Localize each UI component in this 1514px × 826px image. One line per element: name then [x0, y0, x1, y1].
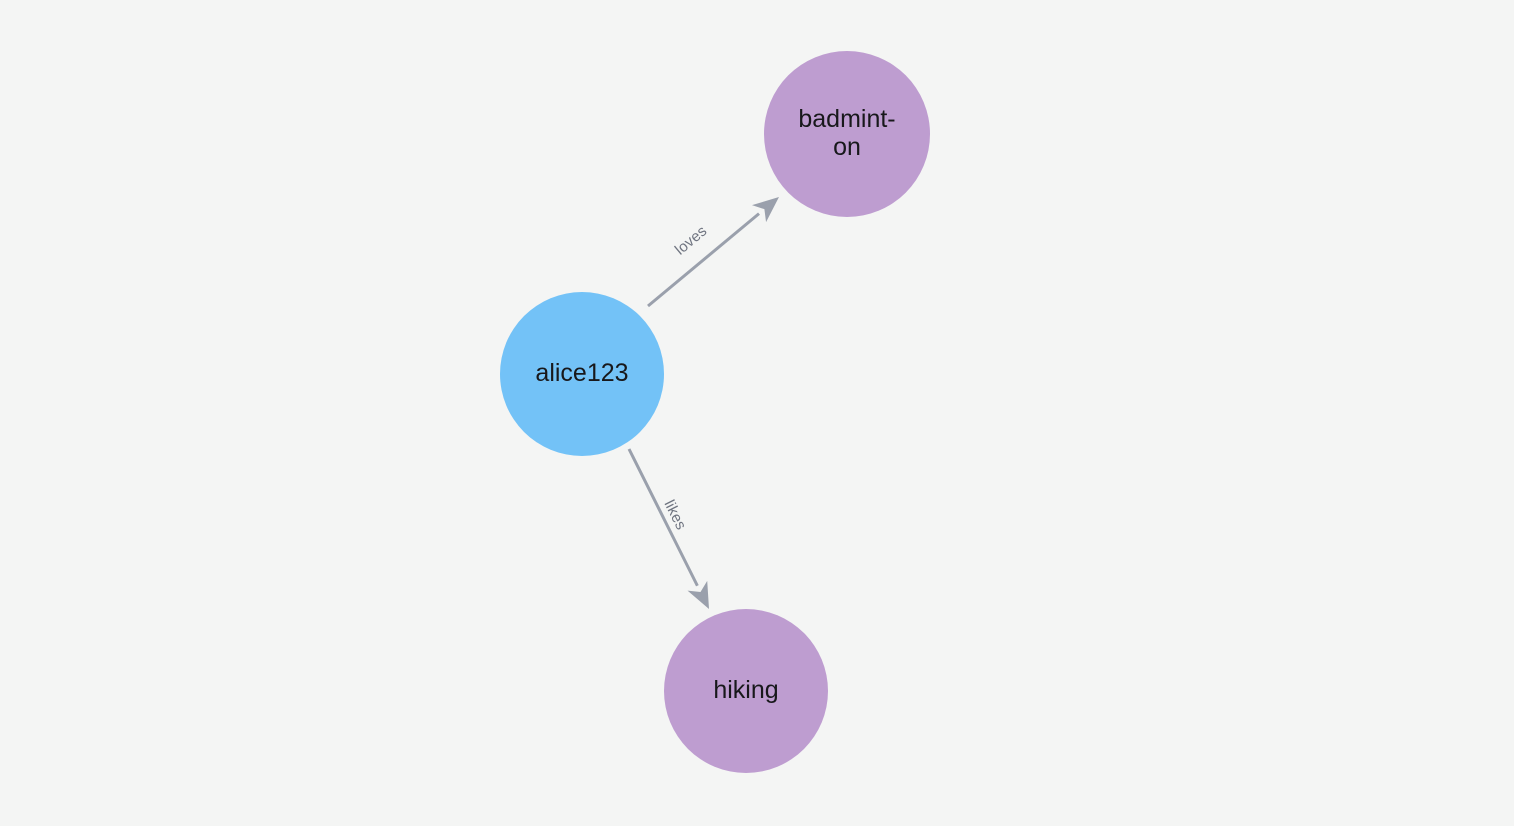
edge-arrowhead	[751, 197, 779, 223]
graph-node-badminton[interactable]: badmint-on	[764, 51, 930, 217]
edge-line	[627, 448, 699, 587]
node-circle-alice123[interactable]	[500, 292, 664, 456]
edge-label-likes: likes	[661, 497, 690, 532]
graph-edge-likes[interactable]: likes	[627, 448, 709, 609]
graph-edge-loves[interactable]: loves	[647, 197, 779, 308]
edge-line	[647, 212, 760, 308]
graph-node-hiking[interactable]: hiking	[664, 609, 828, 773]
node-circle-hiking[interactable]	[664, 609, 828, 773]
edge-label-loves: loves	[672, 222, 711, 258]
node-circle-badminton[interactable]	[764, 51, 930, 217]
nodes-layer: alice123 badmint-on hiking	[500, 51, 930, 773]
edge-arrowhead	[687, 580, 709, 609]
graph-node-alice123[interactable]: alice123	[500, 292, 664, 456]
